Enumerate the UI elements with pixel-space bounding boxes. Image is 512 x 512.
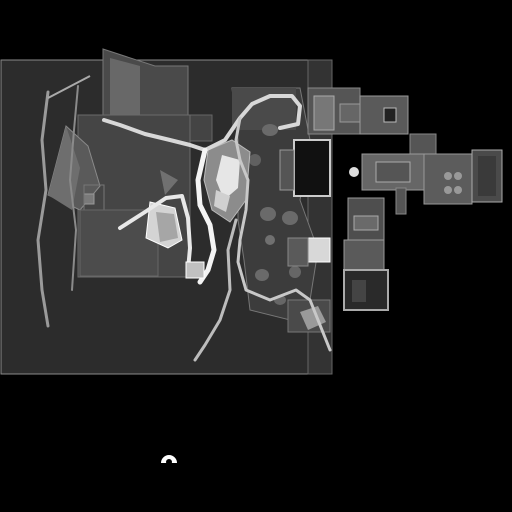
cave-rock	[249, 154, 261, 166]
path-end-marker	[185, 261, 205, 279]
east-hall-light	[349, 167, 359, 177]
southwest-block	[79, 209, 159, 277]
east-middle-crates	[353, 215, 379, 231]
cave-rock	[282, 211, 298, 225]
bright-door	[307, 237, 331, 263]
player-marker-icon	[161, 455, 177, 465]
door-frame	[287, 237, 309, 267]
east-corridor-inner	[313, 95, 335, 131]
crystal-bright	[216, 155, 240, 200]
east-wing-seat	[444, 172, 452, 180]
east-south-room	[343, 239, 385, 271]
east-wing-seat	[454, 186, 462, 194]
north-roof-plate	[110, 58, 140, 118]
path-hook	[195, 147, 217, 285]
central-rubble-shade	[156, 212, 178, 242]
west-crate	[83, 193, 95, 205]
cave-rock	[255, 269, 269, 281]
east-wing-seat	[444, 186, 452, 194]
cave-rock	[265, 235, 275, 245]
east-hall-table	[375, 161, 411, 183]
east-storage	[343, 269, 389, 311]
northwest-fence	[47, 75, 91, 99]
gate-east-frame	[279, 149, 295, 191]
cave-rock	[262, 124, 278, 136]
central-ramp	[160, 170, 178, 195]
cave-rock	[289, 266, 301, 278]
east-connector	[339, 103, 361, 123]
west-ridge	[36, 90, 50, 328]
path-inner-loop	[234, 116, 332, 352]
west-ridge-inner	[68, 85, 79, 291]
crystal-bright	[214, 190, 230, 212]
east-far-room-floor	[478, 156, 496, 196]
east-stub	[395, 187, 407, 215]
east-link	[409, 133, 437, 157]
gate-east	[293, 139, 331, 197]
east-storage-bin	[352, 280, 366, 302]
east-north-door	[383, 107, 397, 123]
path-descent	[193, 218, 238, 362]
cave-rock	[260, 207, 276, 221]
east-wing-seat	[454, 172, 462, 180]
main-path	[102, 94, 302, 152]
